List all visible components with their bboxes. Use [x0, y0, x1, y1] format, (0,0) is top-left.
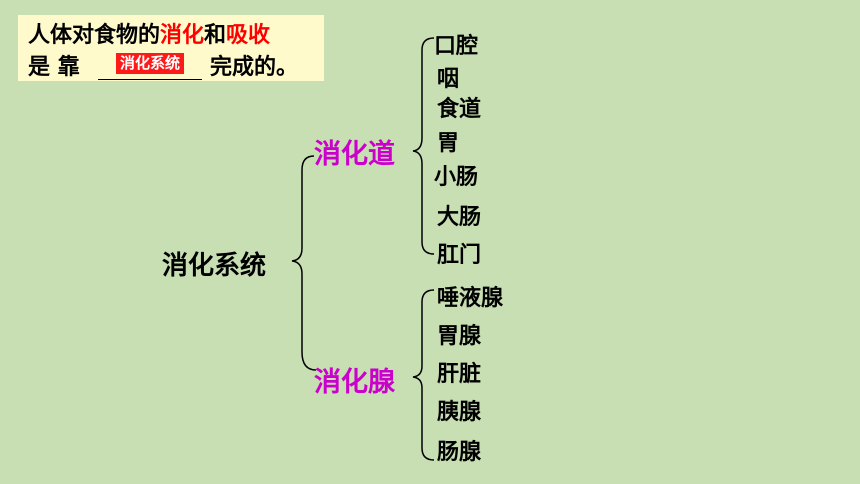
- branch-digestive-tract: 消化道: [314, 139, 395, 170]
- branch-a-brace: [412, 37, 435, 255]
- question-line-2: 是 靠 消化系统 完成的。: [28, 49, 298, 81]
- leaf-salivary-gland: 唾液腺: [437, 286, 504, 311]
- question-line-1: 人体对食物的消化和吸收: [28, 17, 270, 49]
- leaf-anus: 肛门: [437, 243, 482, 268]
- leaf-gastric-gland: 胃腺: [437, 324, 482, 349]
- leaf-pharynx: 咽: [437, 67, 460, 92]
- leaf-small-intestine: 小肠: [434, 165, 479, 190]
- question-box: 人体对食物的消化和吸收 是 靠 消化系统 完成的。: [18, 15, 324, 81]
- root-node: 消化系统: [162, 251, 267, 281]
- question-text: 人体对食物的: [28, 23, 161, 48]
- leaf-stomach: 胃: [437, 131, 460, 156]
- root-brace: [291, 155, 317, 371]
- question-suffix: 完成的。: [210, 55, 299, 80]
- leaf-large-intestine: 大肠: [437, 205, 482, 230]
- leaf-intestinal-gland: 肠腺: [437, 440, 482, 465]
- branch-b-brace: [412, 289, 435, 461]
- keyword-digestion: 消化: [160, 23, 205, 48]
- question-prefix: 是 靠: [28, 55, 80, 80]
- branch-digestive-glands: 消化腺: [314, 367, 395, 398]
- leaf-esophagus: 食道: [437, 97, 482, 122]
- leaf-mouth: 口腔: [434, 34, 479, 59]
- question-text-and: 和: [204, 23, 227, 48]
- answer-text: 消化系统: [115, 53, 184, 74]
- leaf-pancreas: 胰腺: [437, 400, 482, 425]
- leaf-liver: 肝脏: [437, 362, 482, 387]
- answer-blank: 消化系统: [98, 49, 202, 80]
- keyword-absorption: 吸收: [226, 23, 271, 48]
